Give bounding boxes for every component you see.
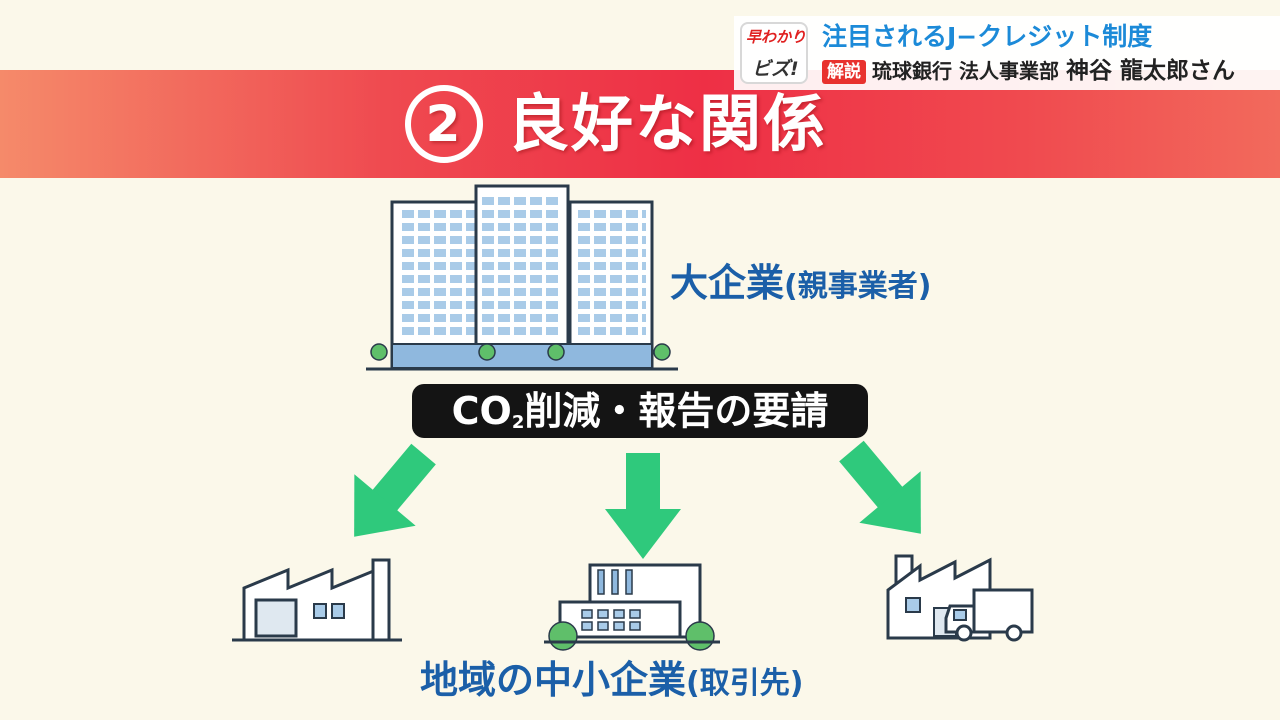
- plant-icon: [544, 563, 720, 651]
- title-text: 良好な関係: [507, 87, 828, 160]
- arrow-icons: [354, 440, 921, 559]
- speaker-line: 琉球銀行 法人事業部 神谷 龍太郎さん: [872, 56, 1235, 86]
- arrow-left-icon: [354, 443, 436, 537]
- arrow-center-icon: [605, 453, 681, 559]
- speaker-org: 琉球銀行 法人事業部: [872, 59, 1059, 83]
- large-company-subtext: (親事業者): [784, 269, 932, 304]
- topic-title: 注目されるJ−クレジット制度: [822, 22, 1153, 51]
- logo-line2: ビズ!: [752, 58, 799, 80]
- small-companies-text: 地域の中小企業: [420, 658, 687, 702]
- step-number: 2: [405, 84, 483, 163]
- program-logo: 早わかり ビズ!: [740, 22, 808, 84]
- request-prefix: CO: [451, 389, 512, 433]
- request-box: CO2削減・報告の要請: [412, 384, 868, 438]
- request-subscript: 2: [511, 412, 525, 433]
- factory-icon: [232, 558, 402, 642]
- factory-truck-icon: [886, 554, 1034, 642]
- small-companies-subtext: (取引先): [686, 666, 804, 701]
- small-companies-label: 地域の中小企業(取引先): [420, 652, 803, 712]
- request-text: 削減・報告の要請: [524, 389, 829, 433]
- large-company-label: 大企業(親事業者): [670, 258, 931, 312]
- logo-line1: 早わかり: [746, 28, 807, 46]
- office-building-icon: [366, 184, 678, 371]
- large-company-text: 大企業: [670, 261, 785, 305]
- slide-title: 2 良好な関係: [405, 84, 827, 164]
- speaker-name: 神谷 龍太郎さん: [1065, 58, 1235, 84]
- arrow-right-icon: [839, 440, 921, 534]
- commentary-badge: 解説: [822, 60, 866, 84]
